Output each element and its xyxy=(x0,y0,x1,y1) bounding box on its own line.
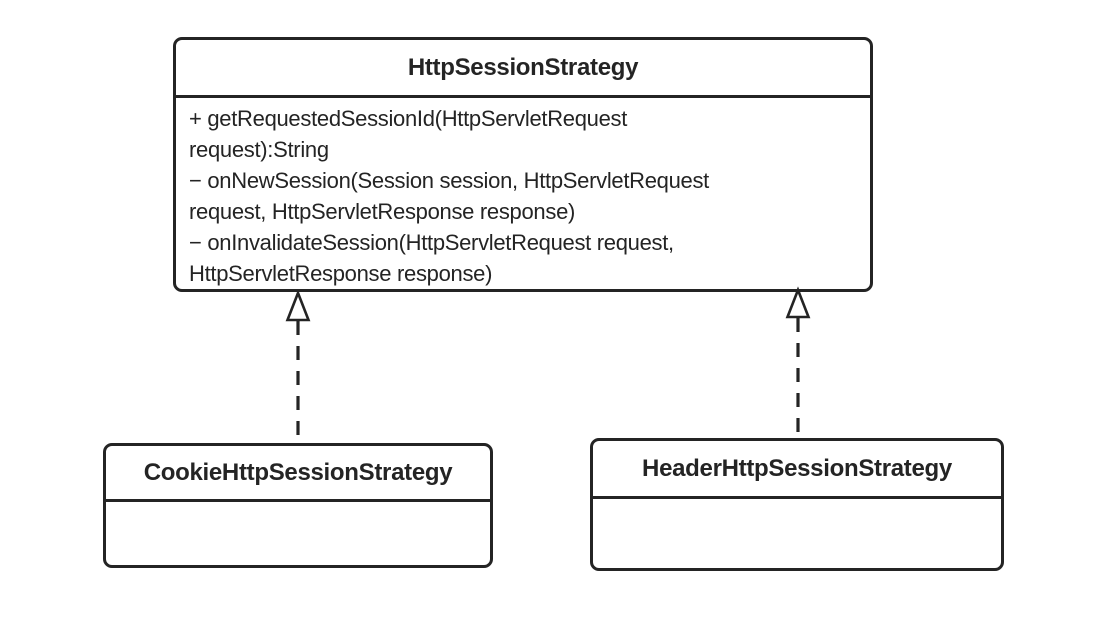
realization-arrow-header-to-parent-icon xyxy=(785,286,811,438)
class-name-cookiehttpsessionstrategy: CookieHttpSessionStrategy xyxy=(106,446,490,502)
method-line: + getRequestedSessionId(HttpServletReque… xyxy=(189,106,628,131)
class-methods-httpsessionstrategy: + getRequestedSessionId(HttpServletReque… xyxy=(176,98,870,289)
class-body-empty xyxy=(106,502,490,565)
method-line: − onInvalidateSession(HttpServletRequest… xyxy=(189,230,674,255)
class-name-httpsessionstrategy: HttpSessionStrategy xyxy=(176,40,870,98)
class-box-cookiehttpsessionstrategy: CookieHttpSessionStrategy xyxy=(103,443,493,568)
realization-arrow-cookie-to-parent-icon xyxy=(285,289,311,443)
method-line: HttpServletResponse response) xyxy=(189,261,493,286)
class-name-headerhttpsessionstrategy: HeaderHttpSessionStrategy xyxy=(593,441,1001,499)
method-line: request):String xyxy=(189,137,329,162)
class-body-empty xyxy=(593,499,1001,568)
class-box-httpsessionstrategy: HttpSessionStrategy + getRequestedSessio… xyxy=(173,37,873,292)
method-line: request, HttpServletResponse response) xyxy=(189,199,576,224)
class-box-headerhttpsessionstrategy: HeaderHttpSessionStrategy xyxy=(590,438,1004,571)
method-line: − onNewSession(Session session, HttpServ… xyxy=(189,168,709,193)
